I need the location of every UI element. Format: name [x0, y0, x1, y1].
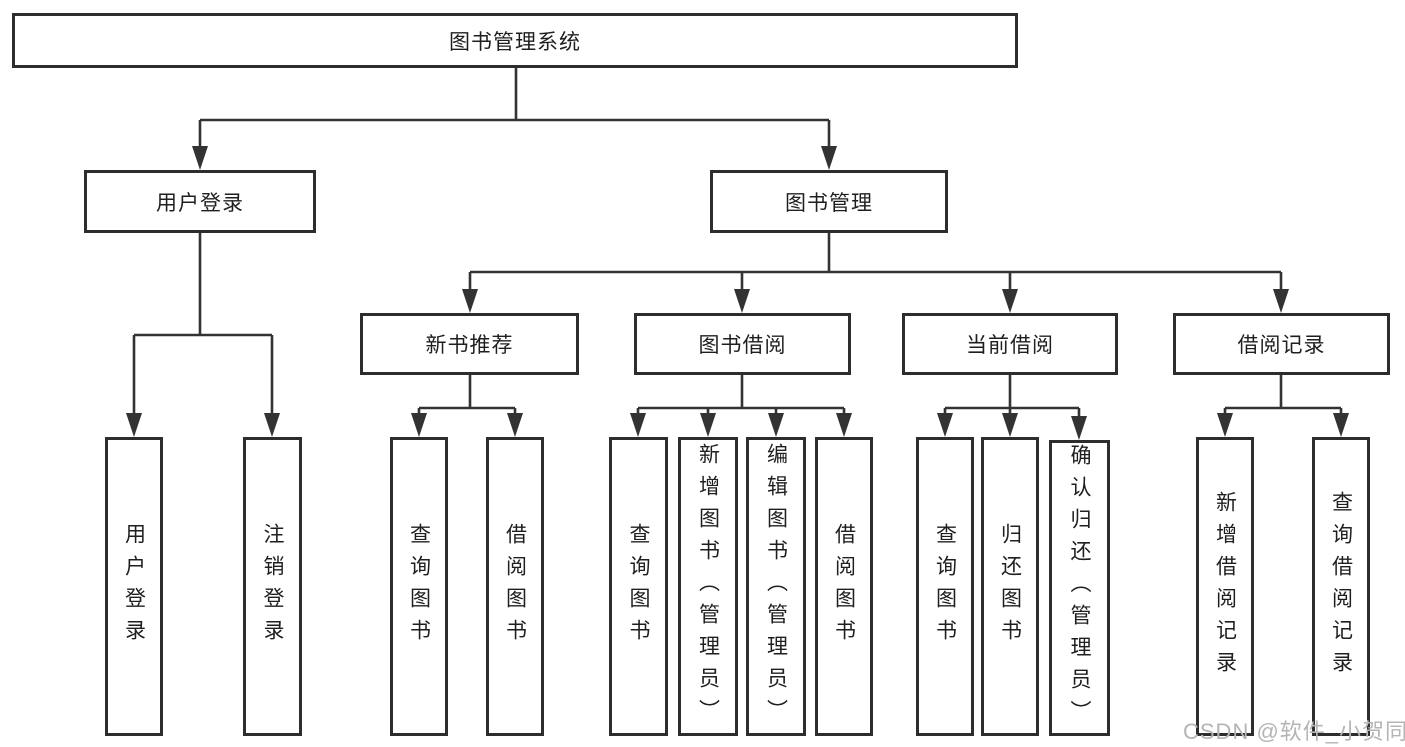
node-edit-book-admin-label: 编辑图书（管理员） — [764, 442, 788, 731]
node-query-books-borrowing-label: 查询图书 — [627, 522, 650, 651]
node-add-borrow-record: 新增借阅记录 — [1196, 437, 1254, 736]
node-user-login-group: 用户登录 — [84, 170, 316, 233]
node-logout: 注销登录 — [243, 437, 302, 736]
node-query-books-current-label: 查询图书 — [933, 522, 957, 651]
node-borrowing-records: 借阅记录 — [1173, 313, 1390, 375]
node-return-books: 归还图书 — [981, 437, 1039, 736]
node-logout-label: 注销登录 — [261, 522, 284, 651]
node-query-borrow-record-label: 查询借阅记录 — [1329, 490, 1353, 683]
node-book-management: 图书管理 — [710, 170, 948, 233]
node-add-borrow-record-label: 新增借阅记录 — [1213, 490, 1237, 683]
node-book-borrowing: 图书借阅 — [634, 313, 851, 375]
node-add-book-admin-label: 新增图书（管理员） — [696, 442, 720, 731]
node-new-book-recommendation: 新书推荐 — [360, 313, 579, 375]
node-borrow-books-recommend-label: 借阅图书 — [503, 522, 527, 651]
node-query-books-recommend: 查询图书 — [390, 437, 448, 736]
node-add-book-admin: 新增图书（管理员） — [678, 437, 738, 736]
node-current-borrowing: 当前借阅 — [902, 313, 1118, 375]
arrowheads — [126, 146, 1349, 440]
node-confirm-return-admin: 确认归还（管理员） — [1049, 440, 1110, 736]
node-edit-book-admin: 编辑图书（管理员） — [746, 437, 806, 736]
node-query-books-recommend-label: 查询图书 — [407, 522, 431, 651]
csdn-watermark: CSDN @软件_小贺同学 — [1183, 719, 1405, 744]
node-return-books-label: 归还图书 — [998, 522, 1022, 651]
node-borrow-books-recommend: 借阅图书 — [486, 437, 544, 736]
node-library-management-system: 图书管理系统 — [12, 13, 1018, 68]
node-query-books-borrowing: 查询图书 — [609, 437, 668, 736]
node-borrow-books-borrowing: 借阅图书 — [815, 437, 873, 736]
node-confirm-return-admin-label: 确认归还（管理员） — [1068, 444, 1091, 732]
node-query-borrow-record: 查询借阅记录 — [1312, 437, 1370, 736]
node-user-login: 用户登录 — [105, 437, 163, 736]
node-user-login-label: 用户登录 — [122, 522, 146, 651]
node-query-books-current: 查询图书 — [916, 437, 974, 736]
node-borrow-books-borrowing-label: 借阅图书 — [832, 522, 856, 651]
